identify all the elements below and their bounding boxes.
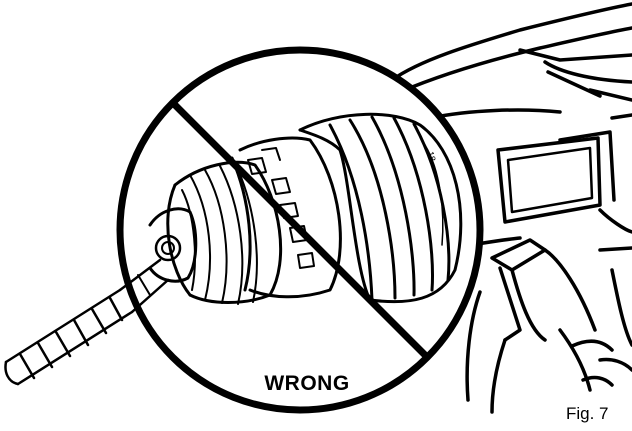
drill-body: [390, 2, 632, 414]
chuck-assembly: [118, 112, 463, 314]
dial-mark-1: 18: [425, 150, 438, 163]
wrong-warning-label: WRONG: [264, 372, 350, 395]
drill-bit: [4, 288, 134, 386]
figure-caption: Fig. 7: [566, 404, 609, 423]
prohibition-sign-icon: [116, 46, 484, 414]
